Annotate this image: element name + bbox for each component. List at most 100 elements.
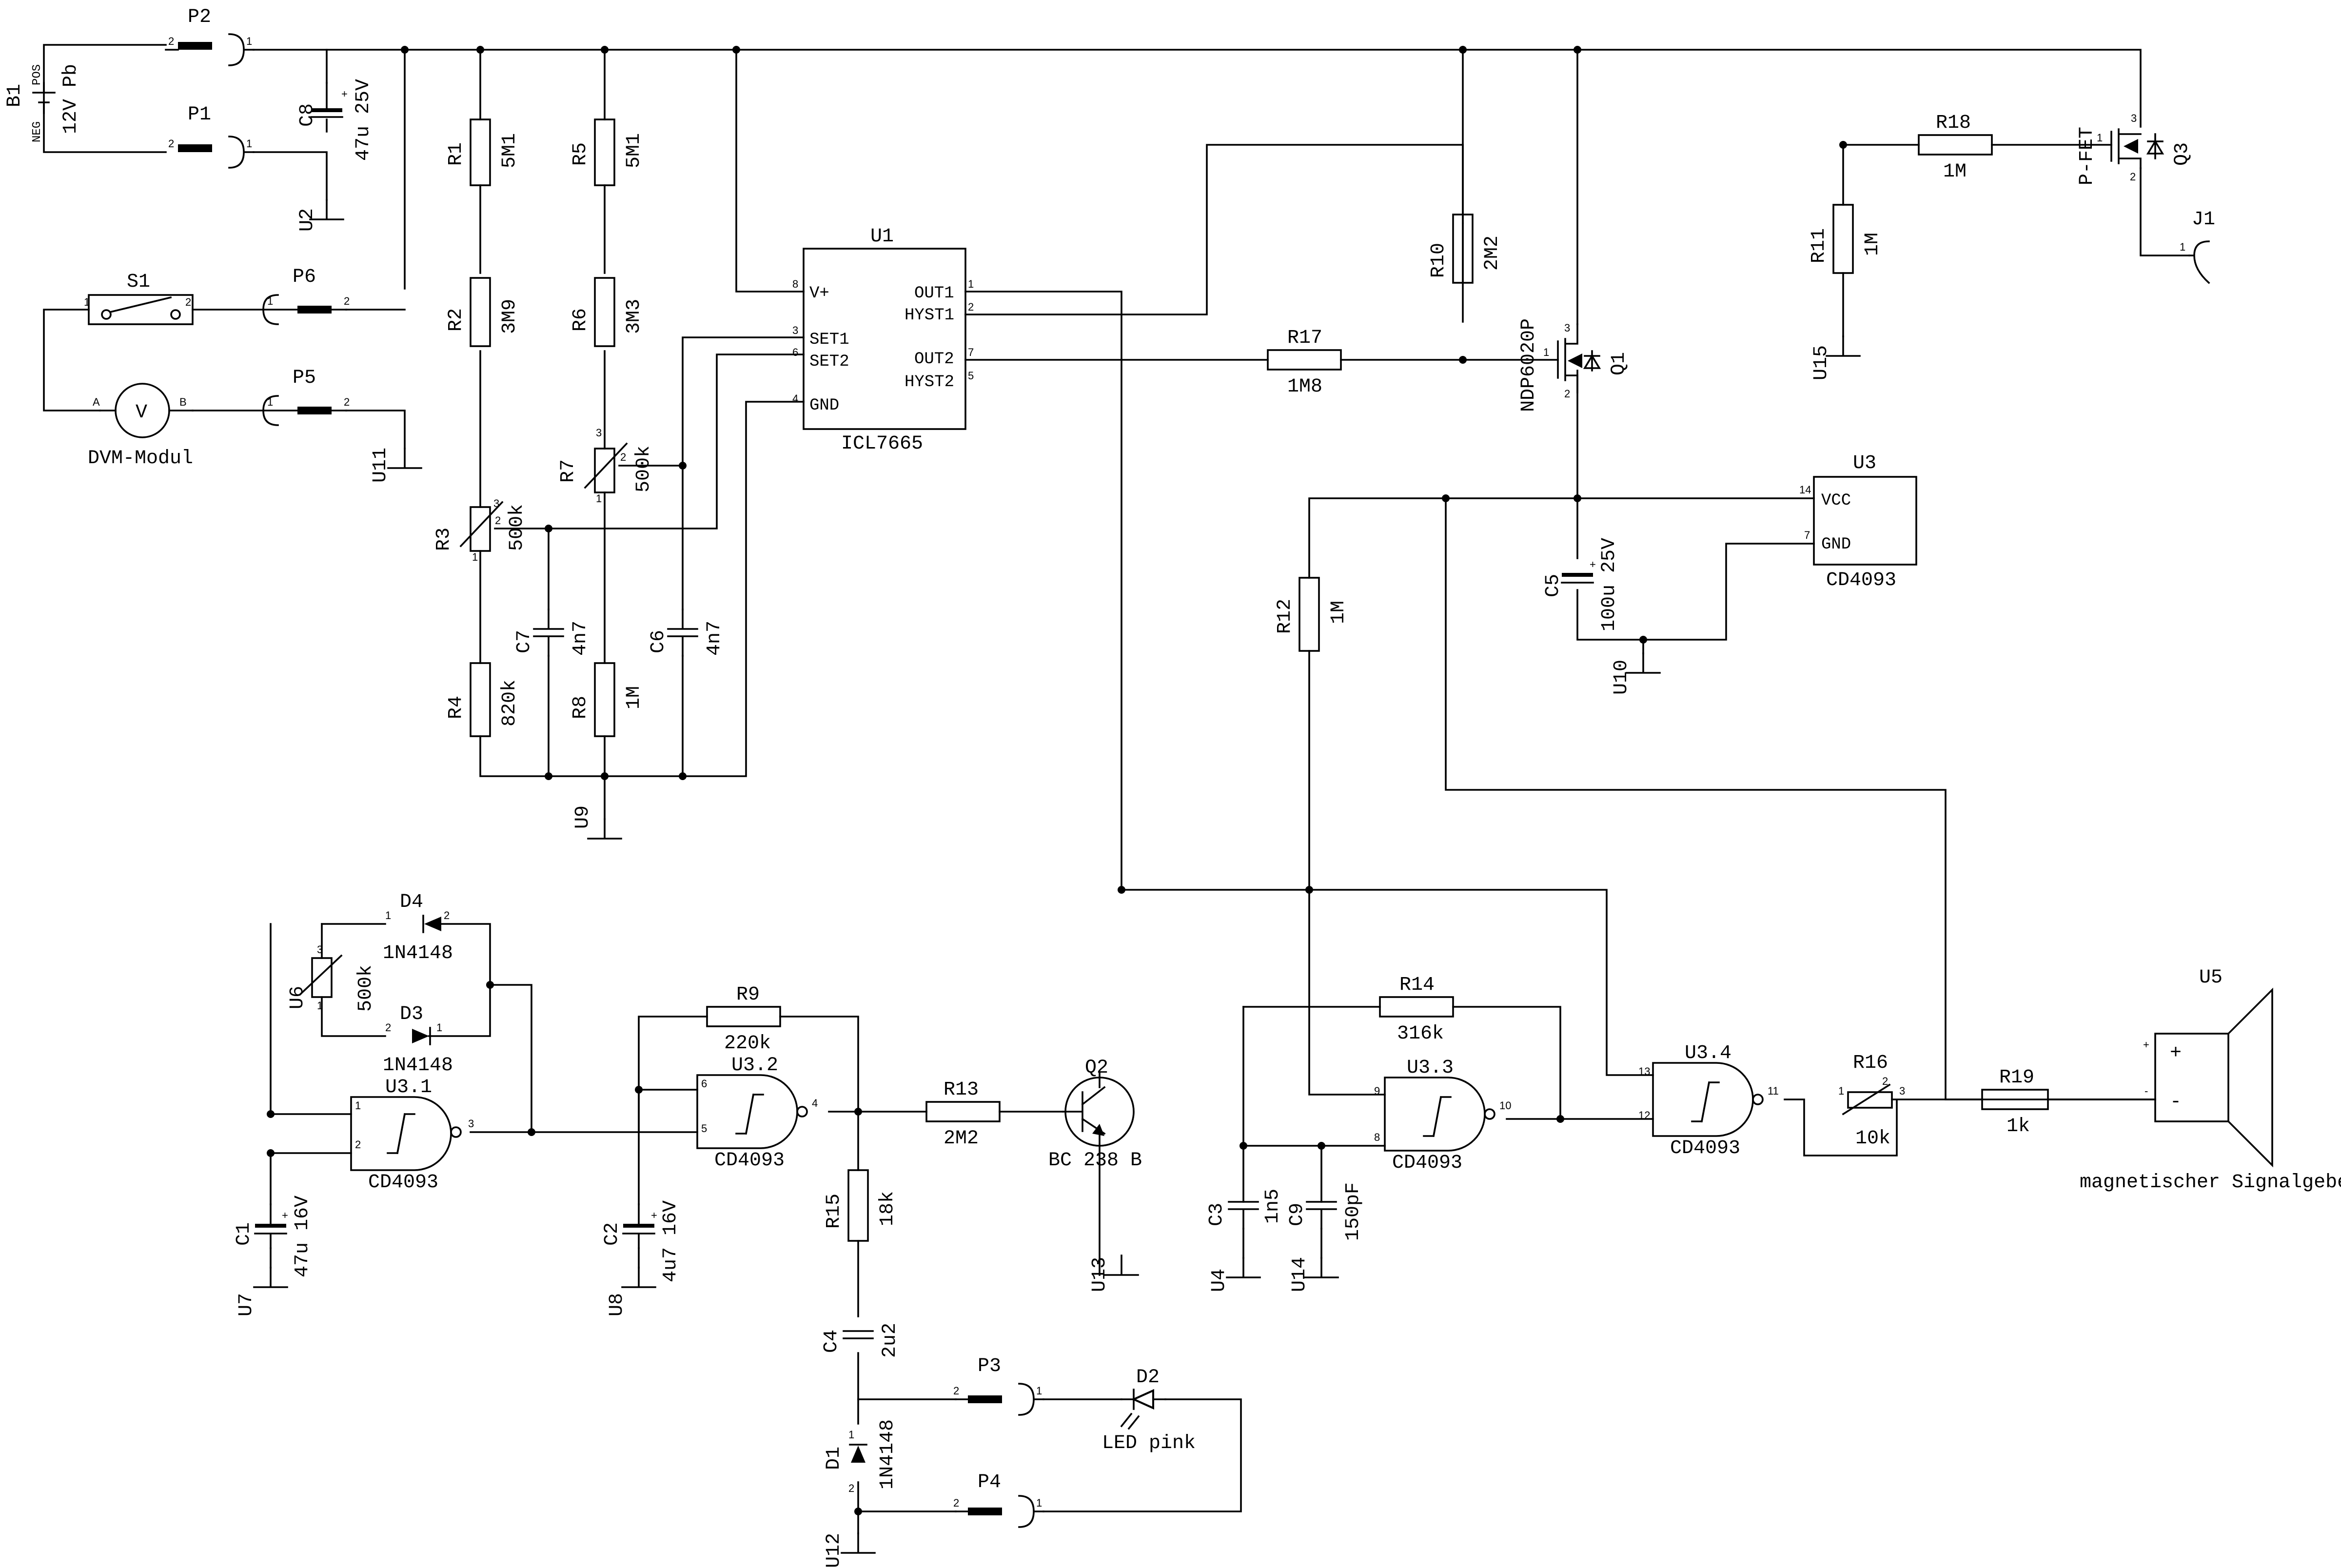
diode-d1: D1 1N4148 12 xyxy=(823,1419,899,1494)
svg-text:5M1: 5M1 xyxy=(623,133,645,168)
svg-text:6: 6 xyxy=(701,1078,707,1090)
svg-text:2M2: 2M2 xyxy=(944,1128,979,1150)
svg-text:R12: R12 xyxy=(1274,599,1296,634)
svg-text:R11: R11 xyxy=(1808,228,1830,263)
svg-text:C7: C7 xyxy=(513,630,535,653)
svg-text:1: 1 xyxy=(436,1021,442,1034)
svg-text:13: 13 xyxy=(1638,1065,1650,1078)
svg-text:1: 1 xyxy=(355,1099,361,1112)
svg-text:R2: R2 xyxy=(445,308,467,332)
svg-text:1: 1 xyxy=(472,551,478,563)
svg-text:2: 2 xyxy=(168,35,174,47)
transistor-q3: P-FET Q3 312 xyxy=(2076,112,2193,185)
svg-text:2: 2 xyxy=(355,1138,361,1151)
svg-text:1: 1 xyxy=(246,137,252,150)
svg-text:150pF: 150pF xyxy=(1342,1182,1364,1241)
svg-text:2: 2 xyxy=(620,451,626,463)
svg-text:C4: C4 xyxy=(821,1330,843,1353)
svg-text:3: 3 xyxy=(792,324,798,336)
ground-label: U2 xyxy=(296,208,318,232)
ground-label: U10 xyxy=(1611,660,1633,695)
ground-label: U8 xyxy=(606,1293,628,1316)
resistor-r2: R2 3M9 xyxy=(445,277,521,347)
svg-text:+: + xyxy=(1590,558,1596,570)
resistor-r11: R11 1M xyxy=(1808,204,1884,274)
svg-text:+: + xyxy=(341,88,348,100)
svg-text:ICL7665: ICL7665 xyxy=(841,433,923,455)
plug-label: P6 xyxy=(293,266,316,288)
ground-label: U13 xyxy=(1089,1257,1111,1292)
svg-text:R8: R8 xyxy=(570,696,591,719)
resistor-r14: R14 316k xyxy=(1379,974,1454,1045)
svg-text:2: 2 xyxy=(968,301,974,313)
ground-label: U7 xyxy=(236,1293,257,1316)
svg-text:12: 12 xyxy=(1638,1109,1650,1121)
svg-text:1N4148: 1N4148 xyxy=(383,1055,453,1077)
resistor-r10: R10 2M2 xyxy=(1428,214,1503,284)
svg-text:1n5: 1n5 xyxy=(1262,1189,1284,1224)
capacitor-c8: C8 47u 25V + xyxy=(296,79,374,161)
svg-text:2: 2 xyxy=(344,295,350,307)
svg-text:1N4148: 1N4148 xyxy=(877,1419,899,1490)
svg-text:C1: C1 xyxy=(233,1222,255,1246)
svg-text:8: 8 xyxy=(792,278,798,290)
svg-text:R9: R9 xyxy=(736,984,760,1006)
svg-text:10k: 10k xyxy=(1855,1128,1890,1150)
svg-text:C6: C6 xyxy=(648,630,669,653)
resistor-r6: R6 3M3 xyxy=(570,277,645,347)
svg-text:3: 3 xyxy=(1899,1085,1905,1097)
potentiometer-r7: R7 500k 321 xyxy=(557,427,655,505)
svg-text:2: 2 xyxy=(495,514,501,527)
potentiometer-r3: R3 500k 321 xyxy=(433,497,528,563)
resistor-r15: R15 18k xyxy=(823,1169,899,1242)
svg-text:9: 9 xyxy=(1374,1085,1380,1097)
svg-text:R6: R6 xyxy=(570,308,591,332)
svg-text:2: 2 xyxy=(344,396,350,408)
ground-label: U15 xyxy=(1810,345,1832,380)
svg-text:D4: D4 xyxy=(400,891,423,913)
svg-text:1N4148: 1N4148 xyxy=(383,942,453,964)
svg-text:2: 2 xyxy=(168,137,174,150)
junction-dots xyxy=(267,46,1847,1515)
svg-text:3: 3 xyxy=(468,1117,474,1130)
svg-text:500k: 500k xyxy=(355,965,377,1012)
svg-text:3: 3 xyxy=(493,497,499,510)
svg-text:R10: R10 xyxy=(1428,243,1450,278)
svg-text:500k: 500k xyxy=(506,504,528,551)
svg-text:1M: 1M xyxy=(1943,161,1967,183)
svg-text:1: 1 xyxy=(317,1000,323,1012)
svg-text:500k: 500k xyxy=(633,446,655,492)
svg-text:2u2: 2u2 xyxy=(879,1323,901,1358)
resistor-r18: R18 1M xyxy=(1918,112,1993,183)
buzzer-u5: U5 + - +- magnetischer Signalgeber xyxy=(2080,967,2341,1194)
svg-text:10: 10 xyxy=(1499,1099,1511,1112)
svg-text:2: 2 xyxy=(953,1497,959,1509)
led-d2: D2 LED pink xyxy=(1102,1367,1196,1454)
svg-text:1: 1 xyxy=(968,278,974,290)
capacitor-c9: C9 150pF xyxy=(1286,1182,1364,1241)
svg-text:-: - xyxy=(2144,1085,2148,1097)
resistor-r12: R12 1M xyxy=(1274,577,1350,652)
svg-text:D3: D3 xyxy=(400,1003,423,1025)
svg-text:1k: 1k xyxy=(2007,1116,2030,1137)
svg-text:7: 7 xyxy=(968,346,974,358)
svg-text:14: 14 xyxy=(1799,484,1811,496)
resistor-r4: R4 820k xyxy=(445,662,521,737)
svg-text:BC 238 B: BC 238 B xyxy=(1048,1150,1142,1172)
resistor-r1: R1 5M1 xyxy=(445,118,521,186)
svg-text:4n7: 4n7 xyxy=(704,621,726,656)
svg-text:CD4093: CD4093 xyxy=(1670,1137,1740,1159)
resistor-r8: R8 1M xyxy=(570,662,645,737)
capacitor-c1: C1 47u 16V + xyxy=(233,1196,314,1277)
battery-b1: B1 POS NEG 12V Pb xyxy=(4,64,82,142)
svg-text:5: 5 xyxy=(968,370,974,382)
svg-text:NDP6020P: NDP6020P xyxy=(1518,318,1540,412)
voltmeter-pin-a: A xyxy=(93,396,100,408)
svg-text:3: 3 xyxy=(596,427,602,439)
